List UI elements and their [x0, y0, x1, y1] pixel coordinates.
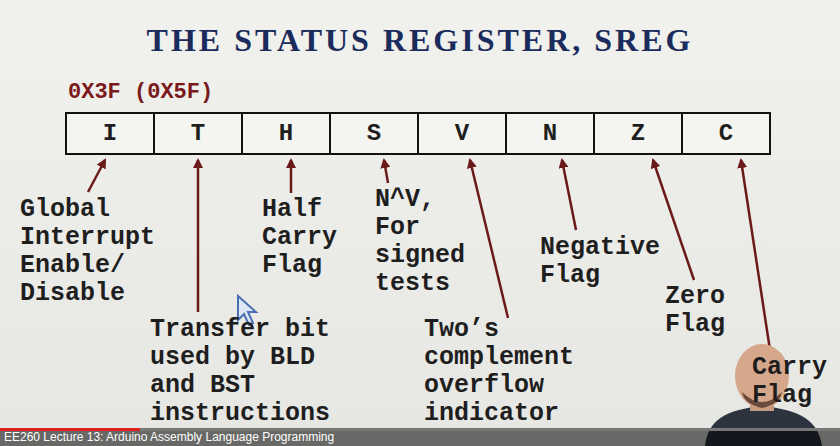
slide-title: THE STATUS REGISTER, SREG [147, 22, 694, 59]
register-bit: S [329, 112, 419, 155]
register-bit: Z [593, 112, 683, 155]
bit-description: Global Interrupt Enable/ Disable [20, 196, 170, 308]
bit-description: Zero Flag [665, 283, 725, 339]
register-address: 0X3F (0X5F) [68, 80, 213, 105]
bit-name: Z [631, 120, 645, 147]
register-bit: I [65, 112, 155, 155]
bit-name: C [719, 120, 733, 147]
bit-description: Carry Flag [752, 354, 827, 410]
bit-name: N [543, 120, 557, 147]
bit-description: Half Carry Flag [262, 196, 337, 280]
bit-name: T [191, 120, 205, 147]
bit-name: H [279, 120, 293, 147]
register-bit: N [505, 112, 595, 155]
bit-description: N^V, For signed tests [375, 186, 480, 298]
bit-description: Transfer bit used by BLD and BST instruc… [150, 316, 330, 428]
register-bit: T [153, 112, 243, 155]
bit-description: Negative Flag [540, 234, 660, 290]
register-bit: C [681, 112, 771, 155]
bit-name: S [367, 120, 381, 147]
bit-name: V [455, 120, 469, 147]
register-bit: H [241, 112, 331, 155]
video-controls [0, 428, 840, 446]
bit-description: Two’s complement overflow indicator [424, 316, 634, 428]
bit-name: I [103, 120, 117, 147]
register-bit: V [417, 112, 507, 155]
video-title: EE260 Lecture 13: Arduino Assembly Langu… [4, 431, 334, 444]
